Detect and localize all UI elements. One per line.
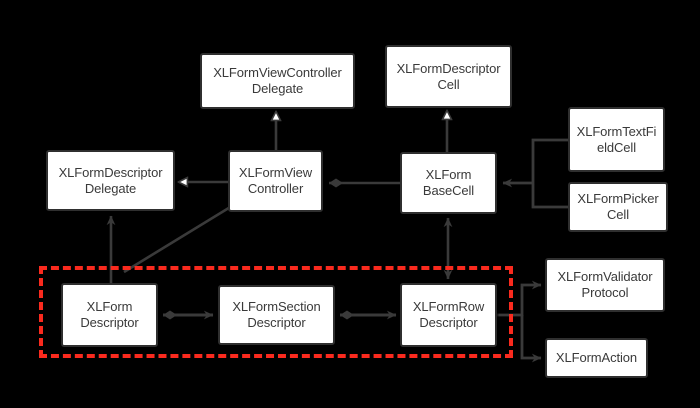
node-xlform-validator-protocol[interactable]: XLFormValidator Protocol (545, 258, 665, 312)
node-label: XLFormRow Descriptor (412, 299, 485, 330)
node-label: XLForm Descriptor (80, 299, 139, 330)
node-xlform-descriptor-delegate[interactable]: XLFormDescriptor Delegate (46, 150, 175, 211)
connector-descriptor-to-view-controller (123, 204, 233, 274)
node-label: XLFormTextFi eldCell (576, 123, 657, 155)
node-label: XLFormSection Descriptor (232, 299, 321, 330)
node-xlform-view-controller-delegate[interactable]: XLFormViewController Delegate (200, 53, 355, 109)
node-label: XLFormDescriptor Cell (396, 60, 501, 92)
node-label: XLFormAction (555, 350, 638, 366)
node-label: XLFormValidator Protocol (557, 269, 653, 300)
node-xlform-row-descriptor[interactable]: XLFormRow Descriptor (400, 283, 497, 347)
node-xlform-section-descriptor[interactable]: XLFormSection Descriptor (218, 285, 335, 345)
connector-row-descriptor-to-validator-protocol (497, 280, 542, 317)
node-label: XLForm BaseCell (422, 167, 475, 198)
node-label: XLFormPicker Cell (577, 191, 659, 222)
node-xlform-descriptor-cell[interactable]: XLFormDescriptor Cell (385, 45, 512, 108)
connector-row-descriptor-to-action (520, 315, 542, 363)
connector-picker-cell-extends-base-cell (531, 184, 568, 209)
node-label: XLFormViewController Delegate (213, 65, 342, 96)
node-xlform-action[interactable]: XLFormAction (545, 338, 648, 378)
node-xlform-picker-cell[interactable]: XLFormPicker Cell (568, 182, 668, 232)
node-xlform-descriptor[interactable]: XLForm Descriptor (61, 283, 158, 347)
node-xlform-view-controller[interactable]: XLFormView Controller (228, 150, 323, 212)
node-label: XLFormDescriptor Delegate (58, 164, 163, 196)
node-xlform-base-cell[interactable]: XLForm BaseCell (400, 152, 497, 214)
connector-text-field-cell-extends-base-cell (502, 138, 568, 188)
node-label: XLFormView Controller (238, 165, 313, 196)
node-xlform-text-field-cell[interactable]: XLFormTextFi eldCell (568, 107, 665, 172)
